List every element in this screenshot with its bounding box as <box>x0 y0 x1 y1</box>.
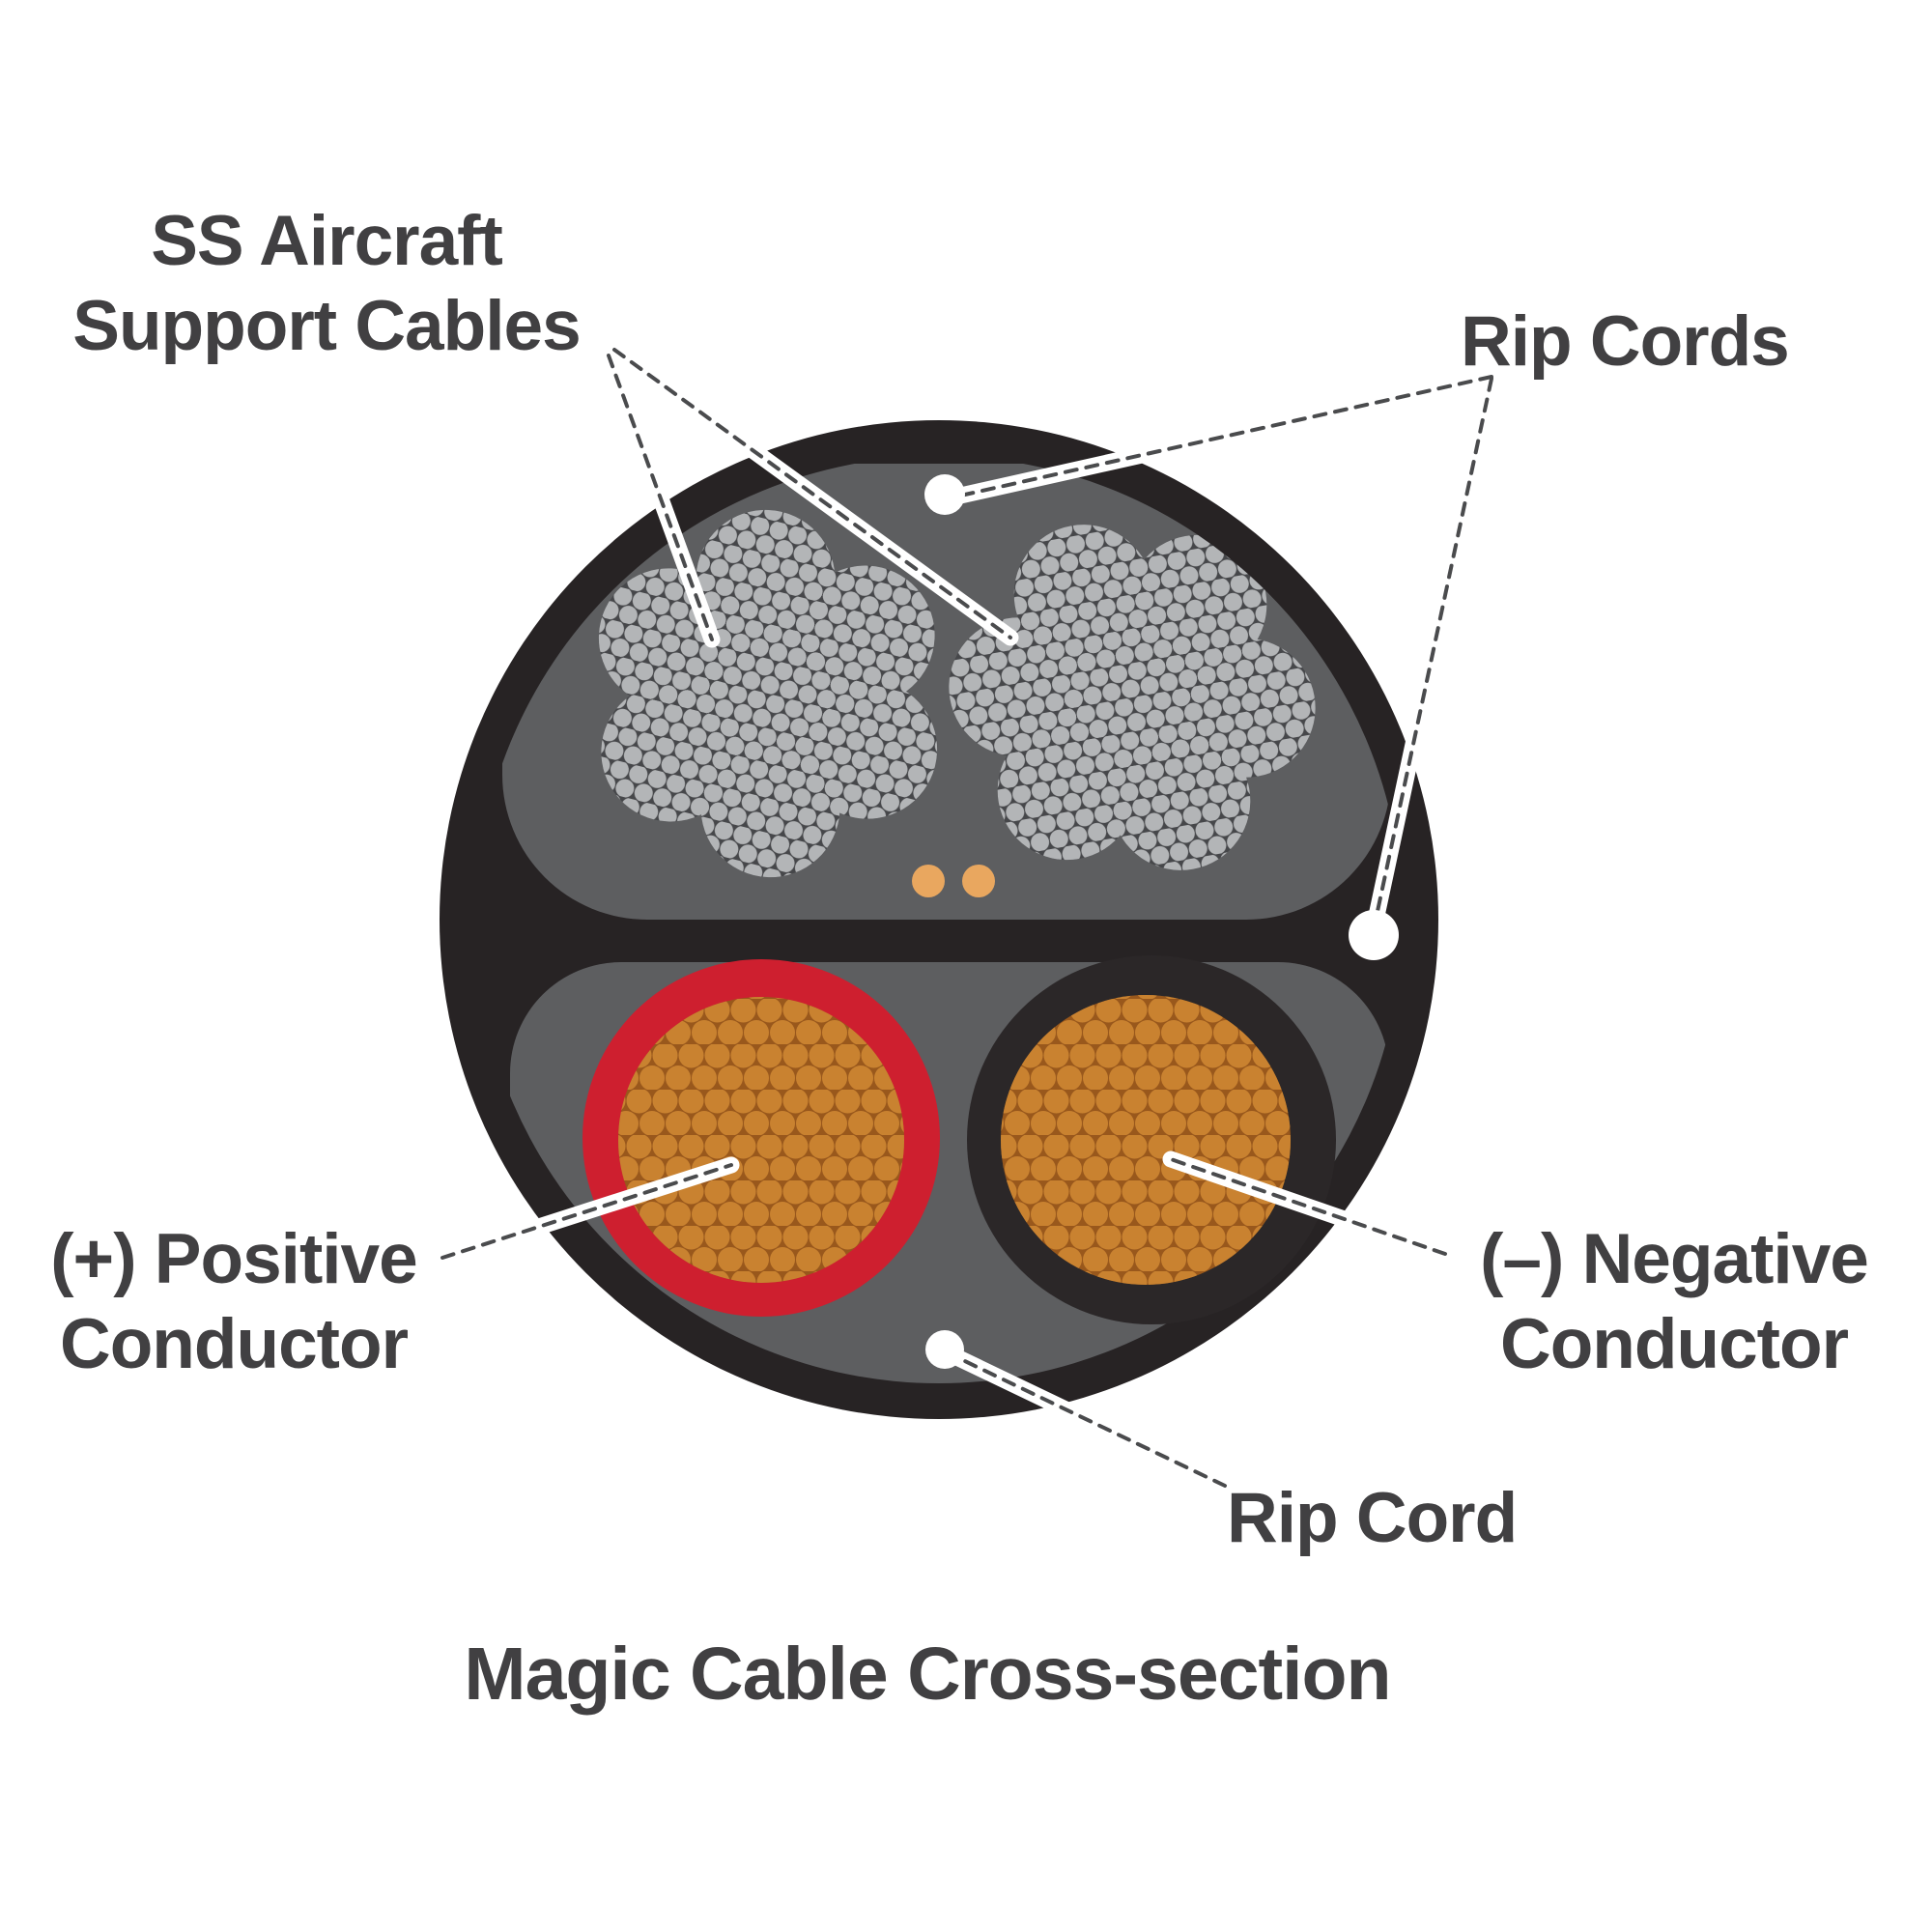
positive-copper-strands <box>618 997 904 1283</box>
negative-copper-strands <box>1001 995 1291 1285</box>
label-negative-line2: Conductor <box>1500 1305 1849 1383</box>
label-rip-cord: Rip Cord <box>1227 1479 1518 1557</box>
leader-lines <box>434 341 1500 1494</box>
label-rip-cords: Rip Cords <box>1461 302 1790 381</box>
tan-filler-cord-right <box>962 865 995 897</box>
label-support-cables: SS Aircraft Support Cables <box>27 199 626 369</box>
rip-cord-dot-top <box>924 474 965 515</box>
label-positive-conductor: (+) Positive Conductor <box>8 1217 460 1387</box>
label-support-cables-line1: SS Aircraft <box>151 202 503 280</box>
figure-caption: Magic Cable Cross-section <box>464 1633 1391 1716</box>
label-positive-line2: Conductor <box>60 1305 409 1383</box>
label-support-cables-line2: Support Cables <box>72 287 581 365</box>
rip-cord-dot-bottom <box>925 1330 964 1369</box>
label-positive-line1: (+) Positive <box>50 1220 417 1298</box>
rip-cord-dot-right <box>1349 910 1399 960</box>
label-negative-line1: (–) Negative <box>1480 1220 1869 1298</box>
label-negative-conductor: (–) Negative Conductor <box>1447 1217 1901 1387</box>
tan-filler-cord-left <box>912 865 945 897</box>
